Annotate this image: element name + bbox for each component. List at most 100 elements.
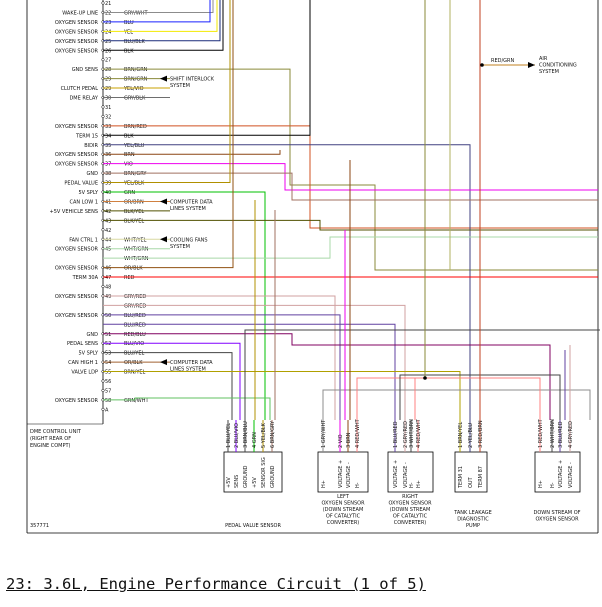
component-pin-label: 4 RED/WHT [355, 418, 361, 448]
ecu-pin-function: OXYGEN SENSOR [55, 20, 99, 26]
wire-trace [103, 236, 598, 259]
component-pin-function: H+ [321, 480, 327, 488]
ecu-pin-terminal [101, 58, 105, 62]
ecu-pin-wire-color: RED [124, 275, 135, 281]
ecu-pin-function: CAN LOW 1 [70, 199, 99, 205]
wire-trace [103, 397, 271, 420]
component-name: (DOWN STREAM [323, 507, 364, 513]
figure-caption: 23: 3.6L, Engine Performance Circuit (1 … [6, 575, 426, 593]
ecu-pin-number: 43 [105, 218, 111, 224]
ecu-pin-wire-color: BLU/YEL [124, 351, 145, 357]
wire-trace [103, 163, 598, 191]
wire-trace [103, 333, 551, 420]
callout-text: SYSTEM [170, 244, 190, 250]
ecu-pin-wire-color: GRN [124, 190, 135, 196]
ecu-pin-number: A [105, 407, 109, 413]
component-pin-label: 3 BRN/BLU [243, 421, 249, 448]
wire-trace [103, 172, 598, 201]
wire-trace [103, 0, 214, 13]
component-pin-function: OUT [468, 476, 474, 488]
wire-trace [103, 0, 231, 184]
component-pin-function: GROUND [270, 465, 276, 488]
ecu-pin-function: +5V VEHICLE SENS [50, 209, 98, 215]
ecu-pin-function: TERM 15 [75, 133, 98, 139]
ecu-pin-wire-color: BRN/GRN [124, 77, 148, 83]
ecu-pin-number: 49 [105, 294, 111, 300]
callout-text: CONDITIONING [539, 63, 577, 69]
component-pin-function: H- [355, 482, 361, 488]
component-pin-function: H- [409, 482, 415, 488]
wire-trace [103, 0, 218, 32]
ecu-label-line: ENGINE COMPT) [30, 443, 71, 449]
wire-trace [244, 329, 600, 420]
ecu-pin-wire-color: YEL/VIO [123, 86, 144, 92]
ecu-pin-function: 5V SPLY [78, 190, 99, 196]
splice-dot [423, 376, 427, 380]
ecu-pin-wire-color: BLK [124, 48, 134, 54]
ecu-pin-function: BIDIR [84, 143, 98, 149]
ecu-pin-function: PEDAL VALUE [64, 181, 98, 187]
ecu-pin-wire-color: GRY/BLK [124, 96, 146, 102]
component-box [534, 451, 581, 493]
component-pin-label: 3 WHT/BRN [409, 419, 415, 448]
callout-text: SHIFT INTERLOCK [170, 77, 215, 83]
ecu-pin-number: 30 [105, 96, 111, 102]
ecu-pin-function: VALVE LDP [71, 370, 98, 376]
component-pin-label: 1 RED/WHT [538, 418, 544, 448]
ecu-pin-function: OXYGEN SENSOR [55, 48, 99, 54]
ecu-pin-function: OXYGEN SENSOR [55, 266, 99, 272]
wire-trace [103, 0, 224, 51]
ecu-pin-number: 36 [105, 152, 111, 158]
component-pin-label: 1 BLU/YEL [226, 423, 232, 448]
component-pin-function: H- [550, 482, 556, 488]
ecu-pin-wire-color: OR/BRN [124, 199, 144, 205]
ecu-pin-terminal [101, 228, 105, 232]
ecu-pin-function: PEDAL SENS [67, 341, 98, 347]
wire-trace [103, 295, 336, 420]
ecu-pin-number: 33 [105, 124, 111, 130]
ecu-pin-number: 55 [105, 370, 111, 376]
component-pin-function: TERM 31 [458, 466, 464, 489]
ecu-pin-wire-color: BLU/RED [124, 322, 146, 328]
ecu-pin-function: OXYGEN SENSOR [55, 29, 99, 35]
ecu-pin-number: 29 [105, 86, 111, 92]
component-pin-function: VOLTAGE + [558, 460, 564, 488]
wire-trace [103, 304, 406, 420]
ecu-pin-wire-color: BLU/VIO [124, 341, 144, 347]
callout-text: SYSTEM [539, 69, 559, 75]
component-pin-function: VOLTAGE - [568, 462, 574, 488]
ecu-pin-number: 22 [105, 10, 111, 16]
wire-trace [103, 342, 241, 420]
ecu-pin-function: CLUTCH PEDAL [61, 86, 99, 92]
ecu-pin-number: 31 [105, 105, 111, 111]
ecu-pin-wire-color: BRN/GRN [124, 67, 148, 73]
component-pin-function: +5V [252, 477, 258, 488]
ecu-pin-wire-color: BRN [124, 152, 135, 158]
callout-arrow [160, 75, 167, 82]
callout-arrow [160, 198, 167, 205]
ecu-pin-number: 32 [105, 114, 111, 120]
ecu-pin-number: 57 [105, 388, 111, 394]
component-pin-label: 4 GRN [252, 432, 258, 448]
ecu-pin-function: OXYGEN SENSOR [55, 124, 99, 130]
ecu-pin-number: 34 [105, 133, 111, 139]
component-box [454, 451, 488, 493]
splice-dot [480, 63, 484, 67]
component-name: (DOWN STREAM [390, 507, 431, 513]
ecu-pin-wire-color: BLU/RED [124, 313, 146, 319]
component-pin-label: 1 GRY/WHT [321, 419, 327, 448]
figure-id: 357771 [30, 523, 49, 529]
component-name: PUMP [466, 523, 480, 529]
ecu-pin-number: 56 [105, 379, 111, 385]
component-name: DIAGNOSTIC [457, 517, 489, 523]
ecu-pin-number: 47 [105, 275, 111, 281]
ecu-pin-terminal [101, 114, 105, 118]
ecu-label-line: (RIGHT REAR OF [30, 436, 71, 442]
ecu-pin-terminal [101, 284, 105, 289]
ecu-pin-number: 39 [105, 181, 111, 187]
ecu-pin-function: OXYGEN SENSOR [55, 39, 99, 45]
ecu-pin-number: 45 [105, 247, 111, 253]
component-name: OF CATALYTIC [393, 514, 428, 520]
ecu-pin-wire-color: GRY/RED [124, 294, 146, 300]
